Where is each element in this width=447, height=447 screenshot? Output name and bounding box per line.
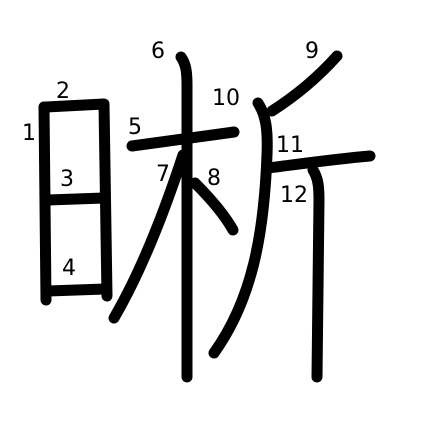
kanji-strokes <box>38 50 376 383</box>
stroke-number-2: 2 <box>56 79 70 104</box>
stroke-7 <box>108 149 189 324</box>
stroke-number-7: 7 <box>156 162 170 187</box>
stroke-11 <box>262 150 376 174</box>
stroke-9 <box>266 50 343 117</box>
stroke-4 <box>42 283 111 297</box>
stroke-number-1: 1 <box>22 121 36 146</box>
stroke-number-10: 10 <box>212 86 240 111</box>
stroke-number-12: 12 <box>280 183 308 208</box>
stroke-number-4: 4 <box>62 256 76 281</box>
stroke-3 <box>42 192 110 206</box>
stroke-number-5: 5 <box>128 115 142 140</box>
stroke-2 <box>40 98 113 302</box>
stroke-number-11: 11 <box>276 133 304 158</box>
stroke-number-8: 8 <box>207 166 221 191</box>
stroke-number-3: 3 <box>60 167 74 192</box>
stroke-10 <box>208 97 273 359</box>
stroke-numbers: 1 2 3 4 5 6 7 8 9 10 11 12 <box>22 39 319 281</box>
stroke-6 <box>175 51 193 383</box>
stroke-number-6: 6 <box>151 39 165 64</box>
stroke-8 <box>189 177 239 236</box>
stroke-12 <box>307 164 325 383</box>
stroke-number-9: 9 <box>305 39 319 64</box>
